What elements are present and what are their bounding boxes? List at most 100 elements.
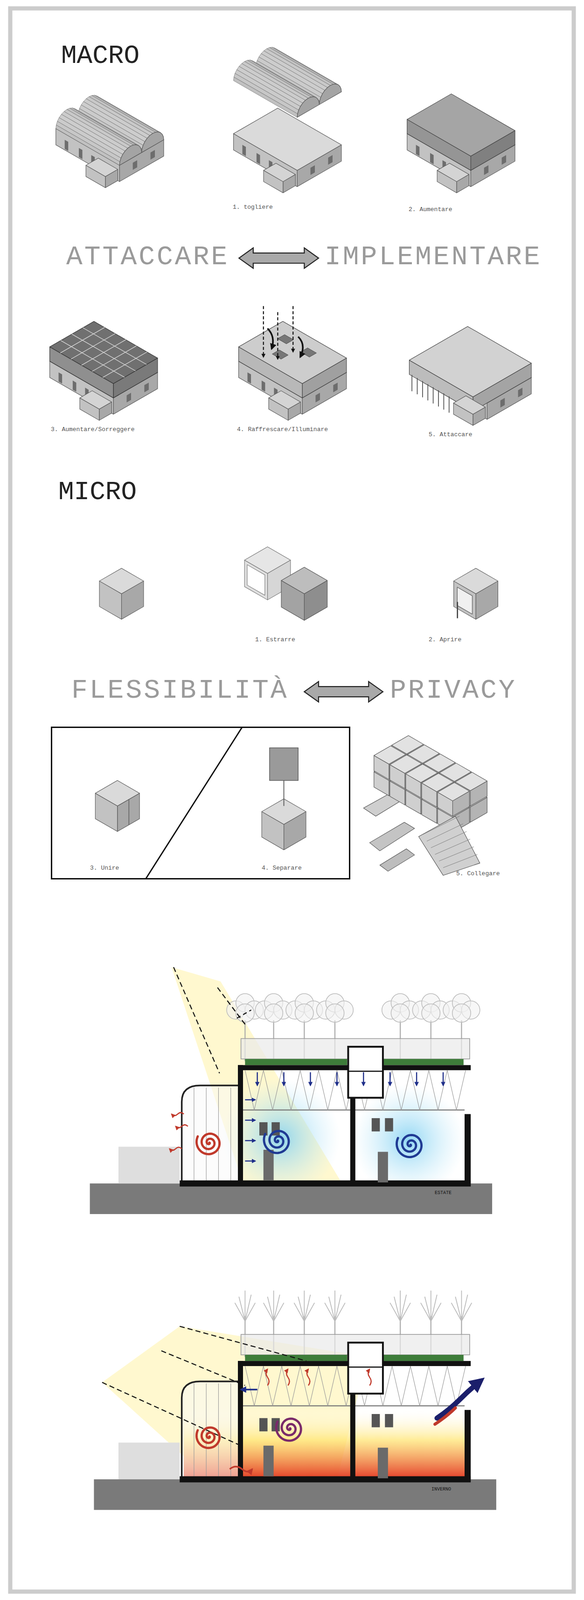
truss-web bbox=[263, 1367, 273, 1407]
air-spiral bbox=[276, 1419, 301, 1442]
skylight bbox=[272, 350, 289, 360]
tree-branch bbox=[334, 1295, 341, 1323]
building-axonometry bbox=[55, 95, 164, 188]
tree-branch bbox=[455, 1297, 462, 1323]
door bbox=[377, 1152, 389, 1184]
truss-web bbox=[419, 1070, 430, 1111]
cool-arrow bbox=[244, 1161, 256, 1163]
window bbox=[384, 1119, 394, 1133]
stair-step bbox=[443, 855, 478, 869]
lantern bbox=[347, 1047, 383, 1099]
tree-branch bbox=[451, 1303, 462, 1322]
module-opening bbox=[247, 565, 265, 597]
step-label: 4. Raffrescare/Illuminare bbox=[236, 426, 328, 434]
iso-face bbox=[79, 390, 112, 410]
window bbox=[259, 1123, 268, 1137]
opening bbox=[64, 139, 69, 152]
double-arrow bbox=[304, 681, 383, 703]
column bbox=[411, 375, 413, 392]
tree-crown bbox=[236, 1004, 255, 1023]
opening bbox=[242, 145, 247, 157]
tree-branch bbox=[400, 1295, 407, 1323]
truss-web bbox=[410, 1070, 420, 1111]
iso-face bbox=[268, 390, 301, 410]
stair-step bbox=[435, 839, 471, 856]
glazing-mullion bbox=[218, 1384, 219, 1479]
tree-branch bbox=[424, 1297, 432, 1323]
truss-web bbox=[428, 1367, 438, 1407]
tree-branch bbox=[244, 1303, 256, 1322]
opening bbox=[247, 372, 252, 384]
tree-branch bbox=[238, 1297, 245, 1323]
iso-face bbox=[99, 568, 144, 595]
ground bbox=[93, 1480, 496, 1512]
ground bbox=[90, 1184, 493, 1216]
wall bbox=[464, 1114, 471, 1187]
curved-arrow bbox=[298, 336, 303, 358]
season-label: ESTATE bbox=[434, 1191, 452, 1197]
truss-web bbox=[291, 1070, 301, 1111]
truss-web bbox=[327, 1367, 338, 1407]
tree-branch bbox=[431, 1295, 438, 1323]
window bbox=[259, 1419, 268, 1433]
tree-branch bbox=[461, 1295, 468, 1323]
greenhouse bbox=[181, 1086, 242, 1185]
section-heading: MACRO bbox=[61, 41, 140, 71]
cool-arrow bbox=[442, 1073, 444, 1087]
step-label: 2. Aumentare bbox=[408, 206, 453, 214]
column bbox=[417, 378, 418, 395]
iso-face bbox=[49, 321, 158, 385]
stair bbox=[418, 816, 480, 876]
tree-branch bbox=[234, 1303, 245, 1322]
tree-branch bbox=[461, 1303, 472, 1322]
opening bbox=[72, 380, 77, 392]
door bbox=[263, 1150, 274, 1182]
step-label: 3. Unire bbox=[90, 865, 119, 873]
iso-face bbox=[263, 163, 296, 182]
section-heading: MICRO bbox=[58, 478, 137, 508]
cool-air bbox=[352, 1085, 465, 1198]
truss-web bbox=[254, 1070, 264, 1111]
glazing-mullion bbox=[193, 1088, 195, 1182]
truss-web bbox=[410, 1367, 420, 1407]
truss-web bbox=[281, 1070, 292, 1111]
grid-line bbox=[60, 340, 125, 378]
air-spiral bbox=[264, 1132, 289, 1155]
truss-web bbox=[327, 1070, 338, 1111]
heat-wave bbox=[306, 1370, 311, 1387]
truss-web bbox=[244, 1070, 255, 1111]
double-arrow bbox=[238, 248, 319, 269]
lantern-floor bbox=[347, 1071, 383, 1073]
concept-word: PRIVACY bbox=[389, 676, 517, 707]
tree-crown bbox=[421, 1004, 440, 1023]
tree-crown bbox=[390, 1004, 410, 1023]
dashed-arrow bbox=[277, 312, 279, 360]
cool-arrow bbox=[336, 1073, 338, 1087]
column bbox=[438, 390, 439, 407]
tree-branch bbox=[394, 1297, 401, 1323]
iso-face bbox=[437, 163, 469, 182]
concept-word: ATTACCARE bbox=[66, 242, 230, 273]
opening bbox=[78, 147, 83, 160]
panel-pole bbox=[283, 781, 285, 807]
truss-web bbox=[428, 1070, 438, 1111]
stair-step bbox=[422, 816, 460, 835]
wall bbox=[464, 1411, 471, 1483]
vault-roof bbox=[233, 73, 299, 114]
vault-roof bbox=[57, 117, 123, 159]
neighbour-building bbox=[118, 1443, 180, 1481]
dashed-arrow bbox=[263, 306, 265, 358]
iso-face bbox=[95, 781, 140, 807]
step-label: 2. Aprire bbox=[428, 637, 462, 644]
opening bbox=[333, 382, 338, 393]
tree-branch bbox=[461, 1291, 463, 1323]
tree-branch bbox=[420, 1303, 432, 1322]
module-opening bbox=[457, 587, 473, 615]
season-label: INVERNO bbox=[431, 1487, 452, 1494]
glazing-mullion bbox=[230, 1088, 231, 1182]
skylight bbox=[277, 334, 294, 345]
building-axonometry bbox=[238, 321, 347, 421]
opening bbox=[416, 145, 420, 157]
truss-web bbox=[447, 1367, 457, 1407]
